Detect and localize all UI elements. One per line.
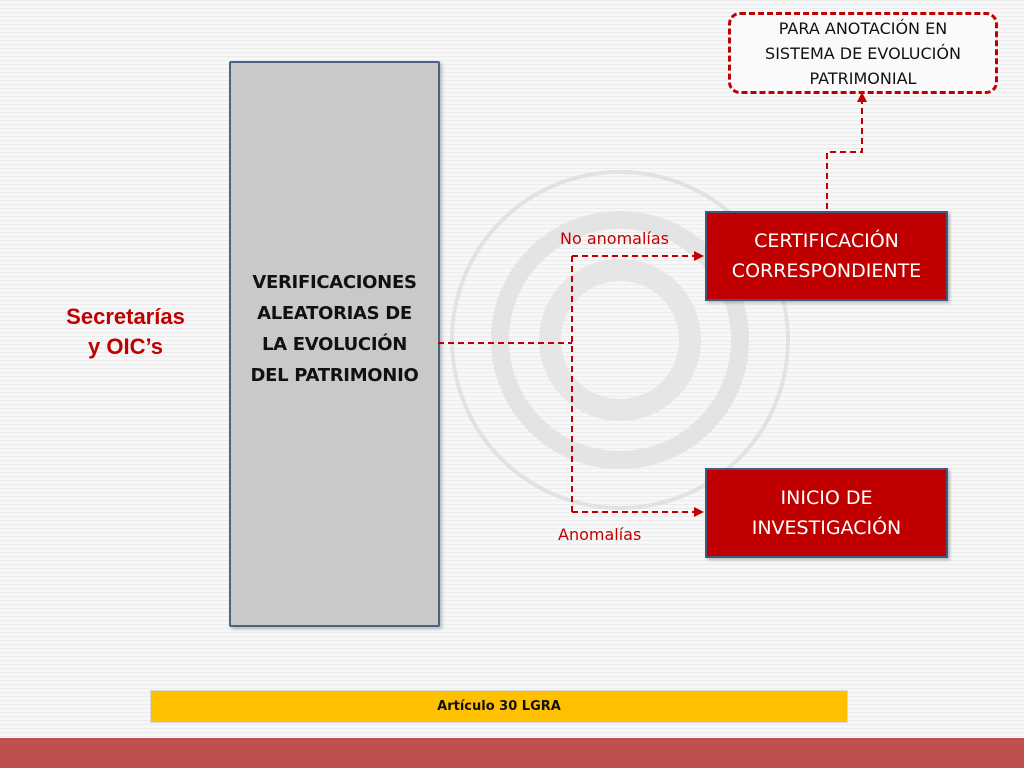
certification-text: CERTIFICACIÓN CORRESPONDIENTE [731,230,922,282]
verification-process-box: VERIFICACIONES ALEATORIAS DE LA EVOLUCIÓ… [229,61,440,627]
note-text: PARA ANOTACIÓN EN SISTEMA DE EVOLUCIÓN P… [765,18,961,88]
anomalies-label: Anomalías [558,525,642,544]
actor-label: Secretarías y OIC’s [66,304,185,359]
legal-reference-text: Artículo 30 LGRA [437,699,561,714]
investigation-box: INICIO DE INVESTIGACIÓN [705,468,948,558]
certification-box: CERTIFICACIÓN CORRESPONDIENTE [705,211,948,301]
patrimonial-system-note: PARA ANOTACIÓN EN SISTEMA DE EVOLUCIÓN P… [728,12,998,94]
no-anomalies-label: No anomalías [560,229,669,248]
verification-process-text: VERIFICACIONES ALEATORIAS DE LA EVOLUCIÓ… [250,272,419,386]
bottom-stripe [0,738,1024,768]
connector-certification-to-note [826,92,867,209]
legal-reference-bar: Artículo 30 LGRA [150,690,848,723]
investigation-text: INICIO DE INVESTIGACIÓN [751,487,902,539]
